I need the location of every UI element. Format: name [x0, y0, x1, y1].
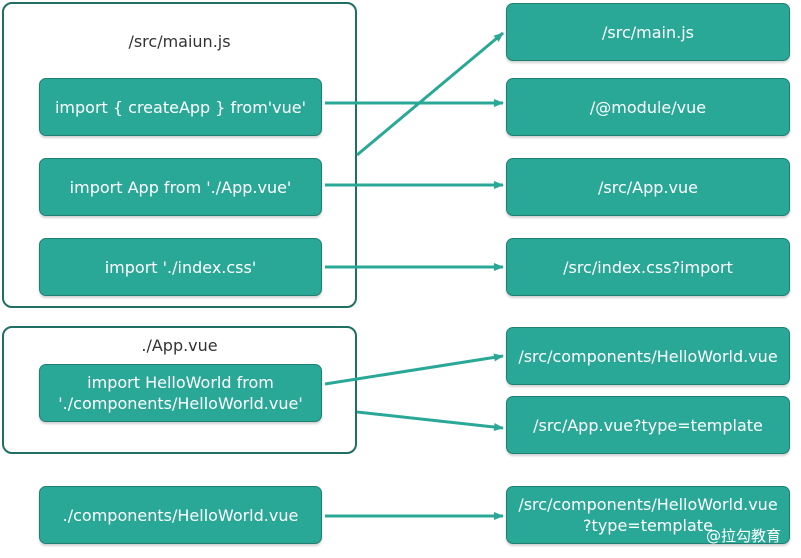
node-module-vue: /@module/vue	[506, 78, 790, 136]
node-index-css-label: /src/index.css?import	[563, 257, 733, 277]
node-components-helloworld-label: ./components/HelloWorld.vue	[62, 505, 299, 525]
node-import-css: import './index.css'	[39, 238, 322, 296]
node-helloworld-vue: /src/components/HelloWorld.vue	[506, 327, 790, 385]
node-components-helloworld: ./components/HelloWorld.vue	[39, 486, 322, 544]
node-app-vue-label: /src/App.vue	[598, 177, 698, 197]
node-import-create-app: import { createApp } from'vue'	[39, 78, 322, 136]
node-import-app: import App from './App.vue'	[39, 158, 322, 216]
node-main-js: /src/main.js	[506, 3, 790, 61]
arrow-helloworld-to-component	[324, 353, 504, 386]
group-main-js-title: /src/maiun.js	[128, 32, 231, 51]
node-import-helloworld-label: import HelloWorld from './components/Hel…	[58, 373, 303, 413]
watermark: @拉勾教育	[705, 527, 781, 545]
node-app-template: /src/App.vue?type=template	[506, 396, 790, 454]
node-helloworld-template: /src/components/HelloWorld.vue ?type=tem…	[506, 486, 790, 544]
node-import-css-label: import './index.css'	[104, 257, 257, 277]
node-main-js-label: /src/main.js	[602, 22, 694, 42]
node-helloworld-template-label: /src/components/HelloWorld.vue ?type=tem…	[518, 495, 778, 535]
group-app-vue-title: ./App.vue	[141, 336, 218, 355]
arrow-app-group-to-template	[356, 410, 504, 431]
arrow-main-js-group-to-main-js	[356, 31, 504, 157]
node-module-vue-label: /@module/vue	[589, 97, 707, 117]
node-import-helloworld: import HelloWorld from './components/Hel…	[39, 364, 322, 422]
node-index-css: /src/index.css?import	[506, 238, 790, 296]
node-app-vue: /src/App.vue	[506, 158, 790, 216]
node-app-template-label: /src/App.vue?type=template	[533, 415, 763, 435]
node-import-app-label: import App from './App.vue'	[69, 177, 292, 197]
node-helloworld-vue-label: /src/components/HelloWorld.vue	[518, 346, 778, 366]
node-import-create-app-label: import { createApp } from'vue'	[54, 97, 307, 117]
